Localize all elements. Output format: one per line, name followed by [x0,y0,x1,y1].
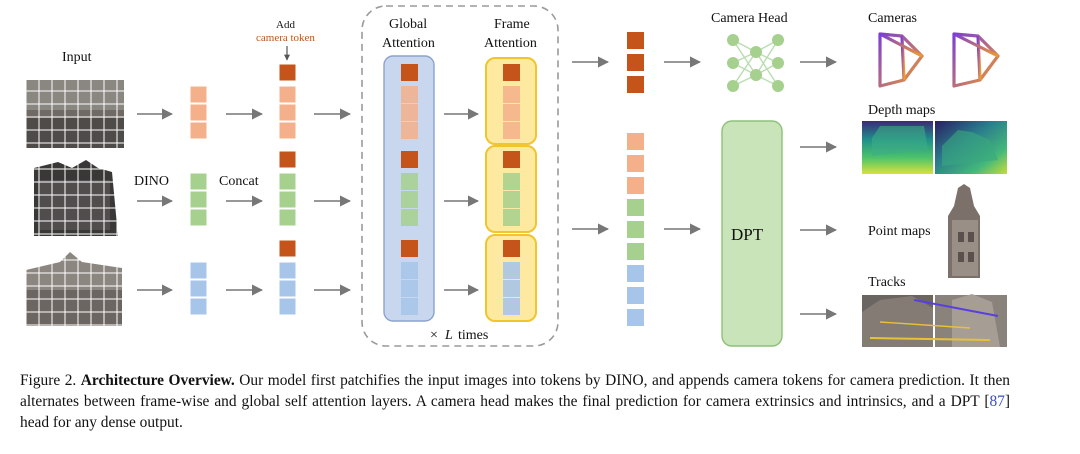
tracks-image [862,294,1007,347]
figure-caption: Figure 2. Architecture Overview. Our mod… [20,370,1010,433]
camera-frustum-icon-1 [878,32,924,88]
input-image-3 [26,252,124,328]
depth-map-image-1 [862,121,933,174]
times-prefix: × [430,328,438,343]
input-image-2 [30,160,122,238]
architecture-figure: Input DINO Concat Add came [26,5,1007,347]
times-suffix: times [458,328,488,343]
cameras-label: Cameras [868,11,917,26]
tracks-label: Tracks [868,275,906,290]
global-attention-label-1: Global [389,17,427,32]
dino-tokens-green [189,172,208,227]
depth-map-image-2 [935,121,1007,174]
add-label: Add [276,19,295,31]
input-image-1 [26,80,124,148]
dpt-label: DPT [731,225,764,244]
global-attention-label-2: Attention [382,36,435,51]
frame-attention-block-3 [485,234,537,322]
concat-tokens-2 [278,150,297,227]
caption-citation-link[interactable]: 87 [989,393,1005,410]
dino-label: DINO [134,174,169,189]
frame-attention-label-2: Attention [484,36,537,51]
global-attention-tokens [401,64,418,315]
dpt-block [721,120,783,347]
concat-tokens-1 [278,63,297,140]
camera-head-network [727,34,784,92]
frame-attention-block-1 [485,57,537,145]
point-maps-label: Point maps [868,224,931,239]
camera-frustum-icon-2 [952,32,1000,88]
depth-maps-label: Depth maps [868,103,935,118]
input-label: Input [62,50,92,65]
caption-figure-number: Figure 2. [20,372,77,389]
repeat-block [361,5,559,347]
camera-head-label: Camera Head [711,11,788,26]
frame-attention-block-2 [485,145,537,233]
concat-label: Concat [219,174,259,189]
camera-token-label: camera token [256,32,315,44]
times-var: L [444,328,453,343]
camera-tokens [627,32,644,93]
point-map-image [948,184,980,278]
frame-attention-label-1: Frame [494,17,530,32]
caption-title: Architecture Overview. [80,372,235,389]
patch-tokens [627,133,644,326]
dino-tokens-orange [189,85,208,140]
caption-text-1: Our model first patchifies the input ima… [20,372,1010,410]
dino-tokens-blue [189,261,208,316]
concat-tokens-3 [278,239,297,316]
caption-text-2: ] head for any dense output. [20,393,1010,431]
